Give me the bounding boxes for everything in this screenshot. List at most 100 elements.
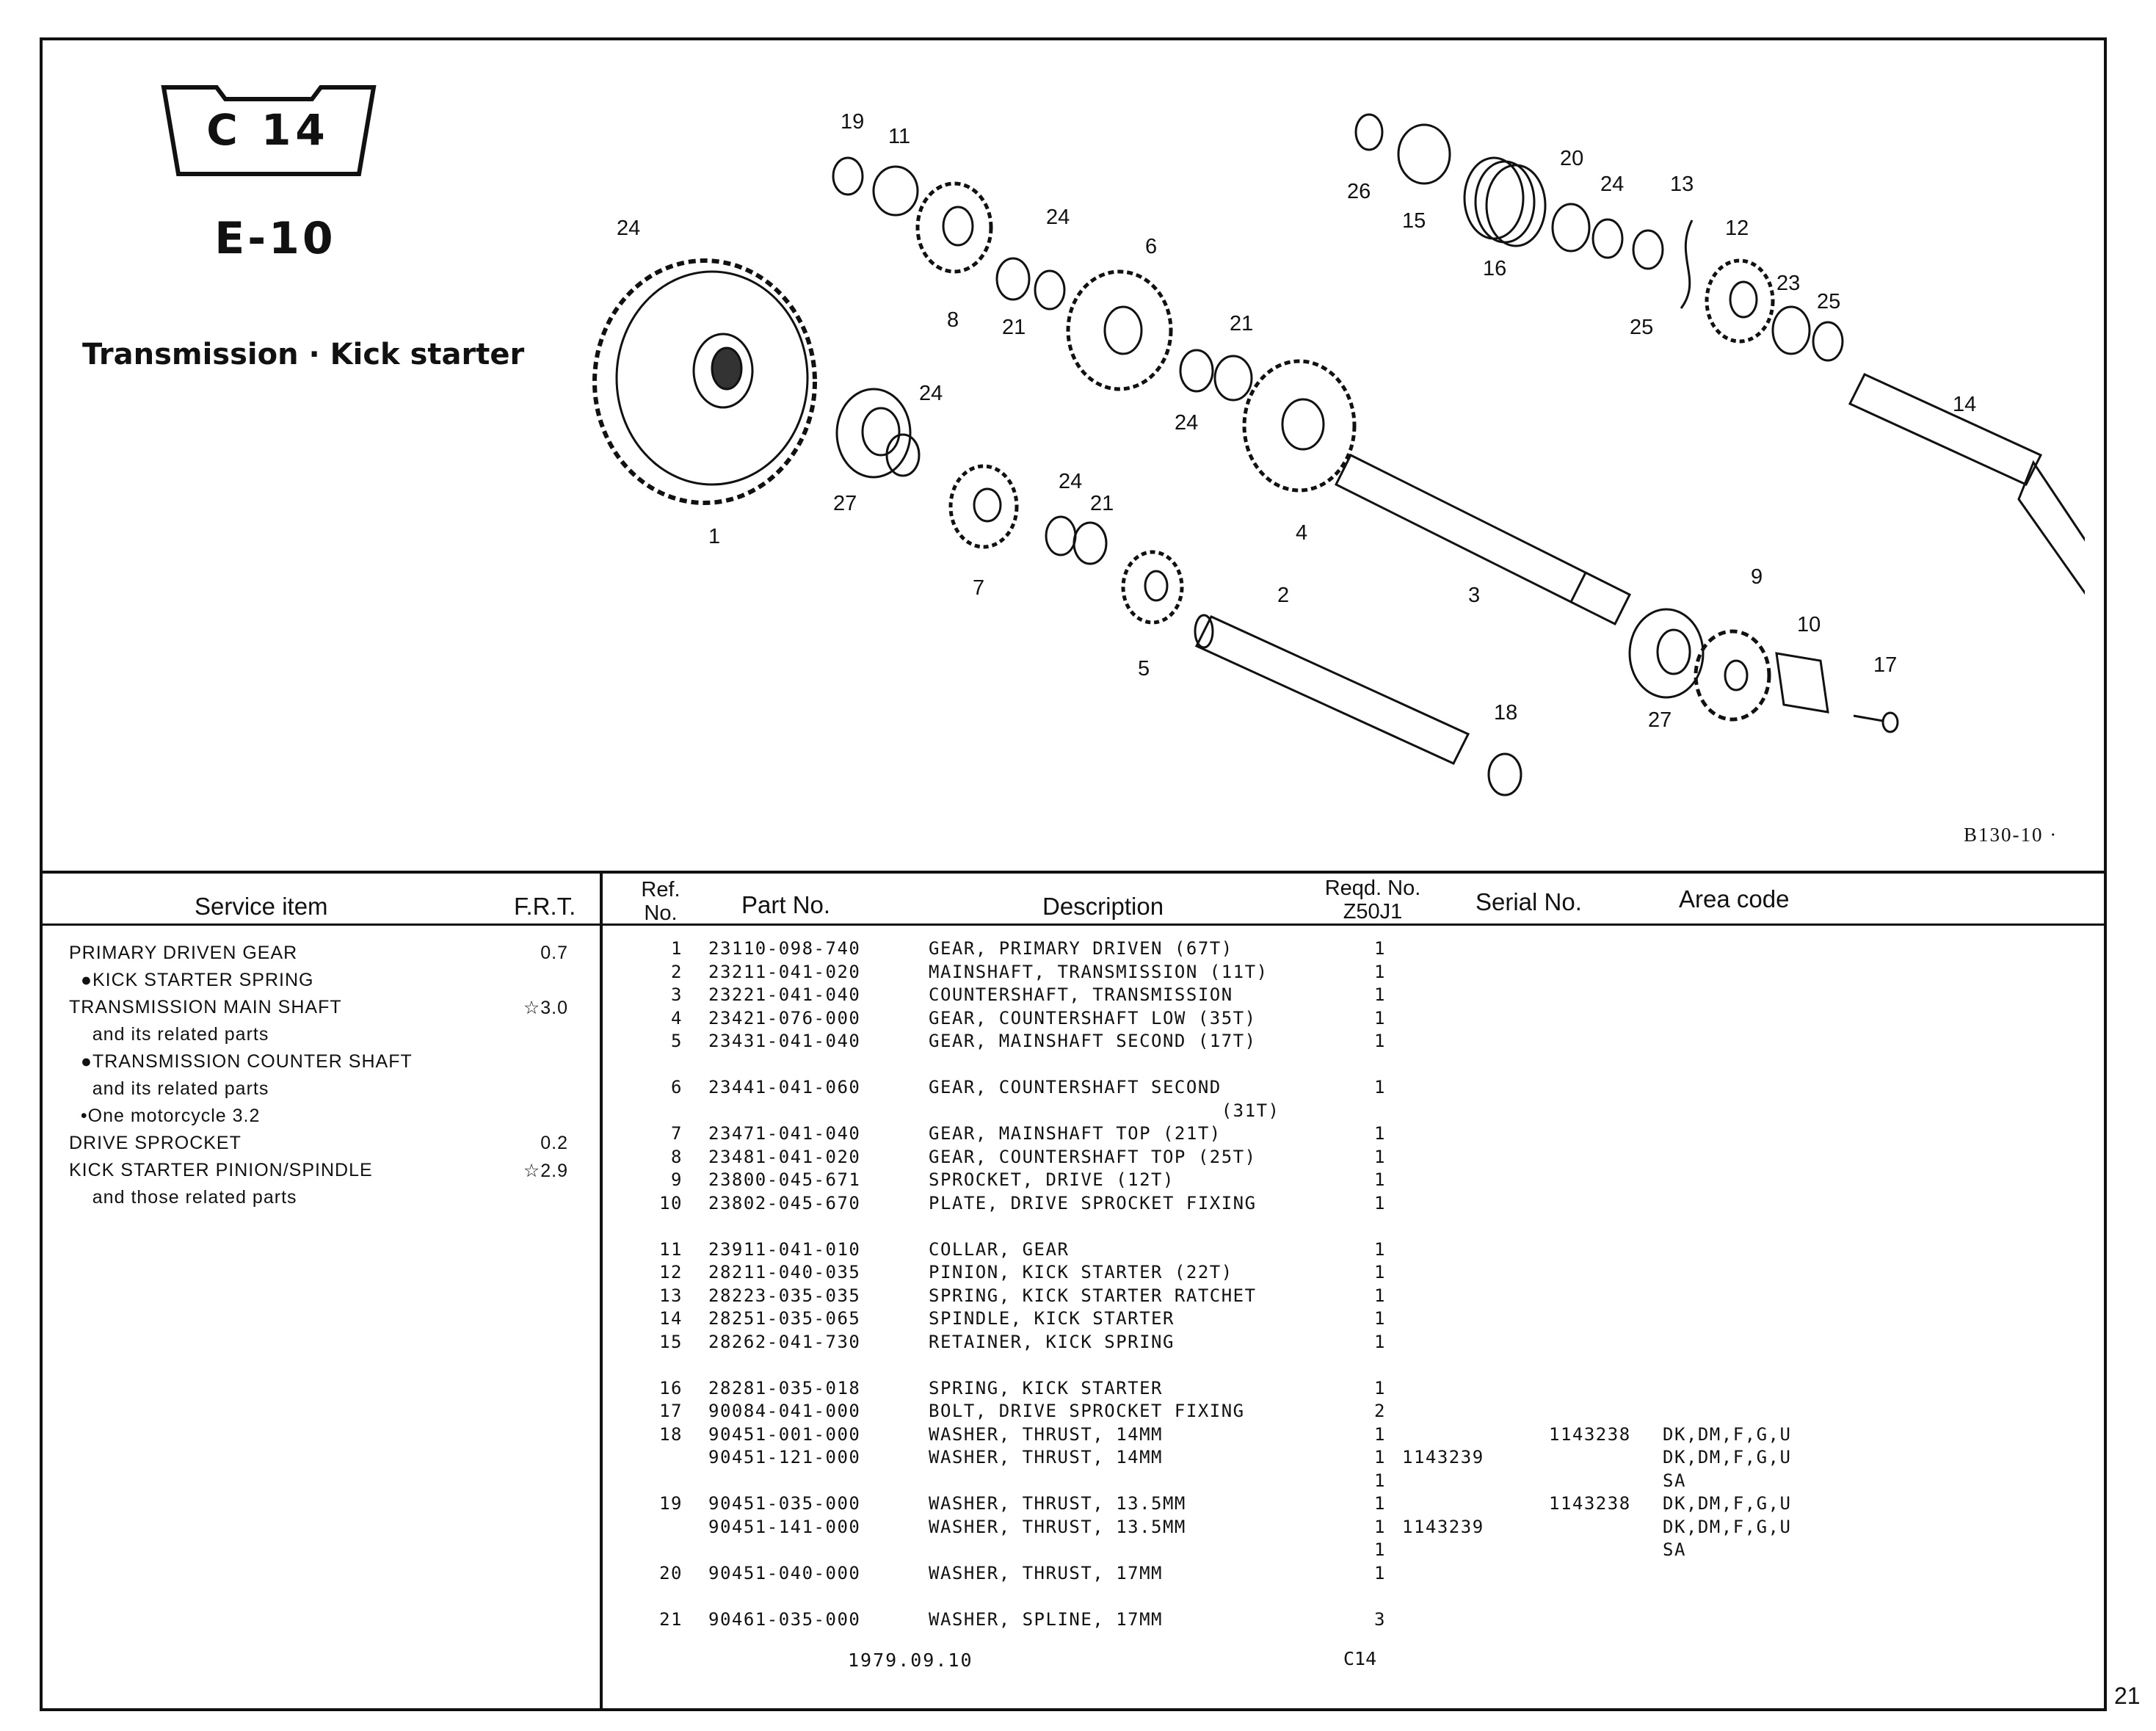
callout: 10 <box>1797 613 1821 636</box>
mainshaft-top-gear-icon <box>948 464 1019 549</box>
header-frt: F.R.T. <box>514 893 576 920</box>
header-description: Description <box>1042 893 1164 920</box>
mainshaft-icon <box>1194 614 1470 765</box>
kick-starter-spring-icon <box>1463 156 1547 247</box>
part-no: 90461-035-000 <box>708 1608 861 1630</box>
quantity: 1 <box>1374 1031 1386 1051</box>
service-item-row: and those related parts <box>69 1187 583 1214</box>
ref-no: 20 <box>659 1562 683 1583</box>
header-reqd-no: Reqd. No. Z50J1 <box>1318 877 1428 923</box>
ref-no: 6 <box>671 1077 683 1097</box>
circlip-icon <box>1179 349 1214 393</box>
service-item-label: PRIMARY DRIVEN GEAR <box>69 943 298 963</box>
ref-no: 8 <box>671 1146 683 1167</box>
ref-no: 17 <box>659 1401 683 1421</box>
description: WASHER, THRUST, 13.5MM <box>929 1493 1186 1514</box>
kick-starter-spindle-icon <box>1848 373 2085 595</box>
callout: 26 <box>1347 180 1371 203</box>
exploded-parts-diagram: 24 19 11 8 21 24 6 21 24 1 27 24 7 24 21… <box>592 110 2085 796</box>
description: GEAR, MAINSHAFT TOP (21T) <box>929 1123 1222 1144</box>
kick-starter-pinion-icon <box>1705 258 1775 344</box>
callout: 13 <box>1670 173 1694 196</box>
header-reqd-line2: Z50J1 <box>1343 900 1403 923</box>
countershaft-second-gear-icon <box>1066 269 1173 391</box>
header-service-item: Service item <box>195 893 328 920</box>
description: (31T) <box>929 1100 1280 1121</box>
description: SPROCKET, DRIVE (12T) <box>929 1169 1175 1190</box>
callout: 24 <box>617 217 640 240</box>
callout: 12 <box>1725 217 1749 240</box>
callout: 18 <box>1494 701 1517 725</box>
callout: 24 <box>1046 206 1070 229</box>
ref-no: 3 <box>671 984 683 1005</box>
part-no: 23221-041-040 <box>708 984 861 1005</box>
description: MAINSHAFT, TRANSMISSION (11T) <box>929 961 1268 982</box>
countershaft-top-gear-icon <box>915 181 993 274</box>
description: GEAR, MAINSHAFT SECOND (17T) <box>929 1031 1257 1051</box>
service-item-row: and its related parts <box>69 1024 583 1051</box>
part-no: 23911-041-010 <box>708 1238 861 1260</box>
callout: 21 <box>1002 316 1026 339</box>
drive-sprocket-icon <box>1694 629 1771 722</box>
callout: 24 <box>919 382 943 405</box>
header-serial-no: Serial No. <box>1476 888 1582 915</box>
header-ref-no: Ref. No. <box>639 878 683 925</box>
primary-driven-gear-icon <box>592 258 817 505</box>
ref-no: 15 <box>659 1331 683 1352</box>
bearing-right-icon <box>1628 608 1705 699</box>
countershaft-low-gear-icon <box>1242 359 1357 493</box>
table-row: (31T) <box>639 1100 2070 1124</box>
callout: 16 <box>1483 257 1506 280</box>
service-item-label: •One motorcycle 3.2 <box>69 1106 261 1126</box>
quantity: 1 <box>1374 938 1386 959</box>
part-no: 28281-035-018 <box>708 1377 861 1398</box>
part-no: 23211-041-020 <box>708 961 861 982</box>
ref-no: 10 <box>659 1192 683 1213</box>
quantity: 1 <box>1374 1562 1386 1583</box>
description: SPINDLE, KICK STARTER <box>929 1308 1175 1329</box>
ref-no: 7 <box>671 1123 683 1144</box>
spline-washer-icon <box>1213 355 1253 402</box>
serial-to: 1143238 <box>1549 1423 1631 1445</box>
footer-code: C14 <box>1343 1648 1377 1669</box>
area-code: DK,DM,F,G,U <box>1663 1516 1792 1537</box>
divider <box>40 923 2107 926</box>
callout: 19 <box>841 110 864 134</box>
callout: 25 <box>1630 316 1653 339</box>
service-item-frt: ☆3.0 <box>523 998 568 1018</box>
part-no: 28211-040-035 <box>708 1262 861 1282</box>
ref-no: 9 <box>671 1169 683 1190</box>
serial-to: 1143238 <box>1549 1493 1631 1514</box>
service-item-row: •One motorcycle 3.2 <box>69 1106 583 1133</box>
area-code: DK,DM,F,G,U <box>1663 1423 1792 1445</box>
description: WASHER, SPLINE, 17MM <box>929 1608 1163 1630</box>
model-code: E-10 <box>214 213 336 264</box>
quantity: 2 <box>1374 1401 1386 1421</box>
description: GEAR, COUNTERSHAFT TOP (25T) <box>929 1146 1257 1167</box>
kick-spring-retainer-icon <box>1397 123 1451 185</box>
thrust-washer-18-icon <box>1487 752 1522 796</box>
quantity: 1 <box>1374 1470 1386 1491</box>
circlip-icon <box>1632 229 1664 270</box>
part-no: 28251-035-065 <box>708 1308 861 1329</box>
service-item-label: and those related parts <box>69 1187 297 1208</box>
circlip-icon <box>1034 269 1066 311</box>
part-no: 90451-121-000 <box>708 1447 861 1467</box>
header-area-code: Area code <box>1679 885 1790 912</box>
circlip-icon <box>1045 515 1077 556</box>
washer-23-icon <box>1771 305 1811 355</box>
quantity: 1 <box>1374 1493 1386 1514</box>
ref-no: 5 <box>671 1031 683 1051</box>
